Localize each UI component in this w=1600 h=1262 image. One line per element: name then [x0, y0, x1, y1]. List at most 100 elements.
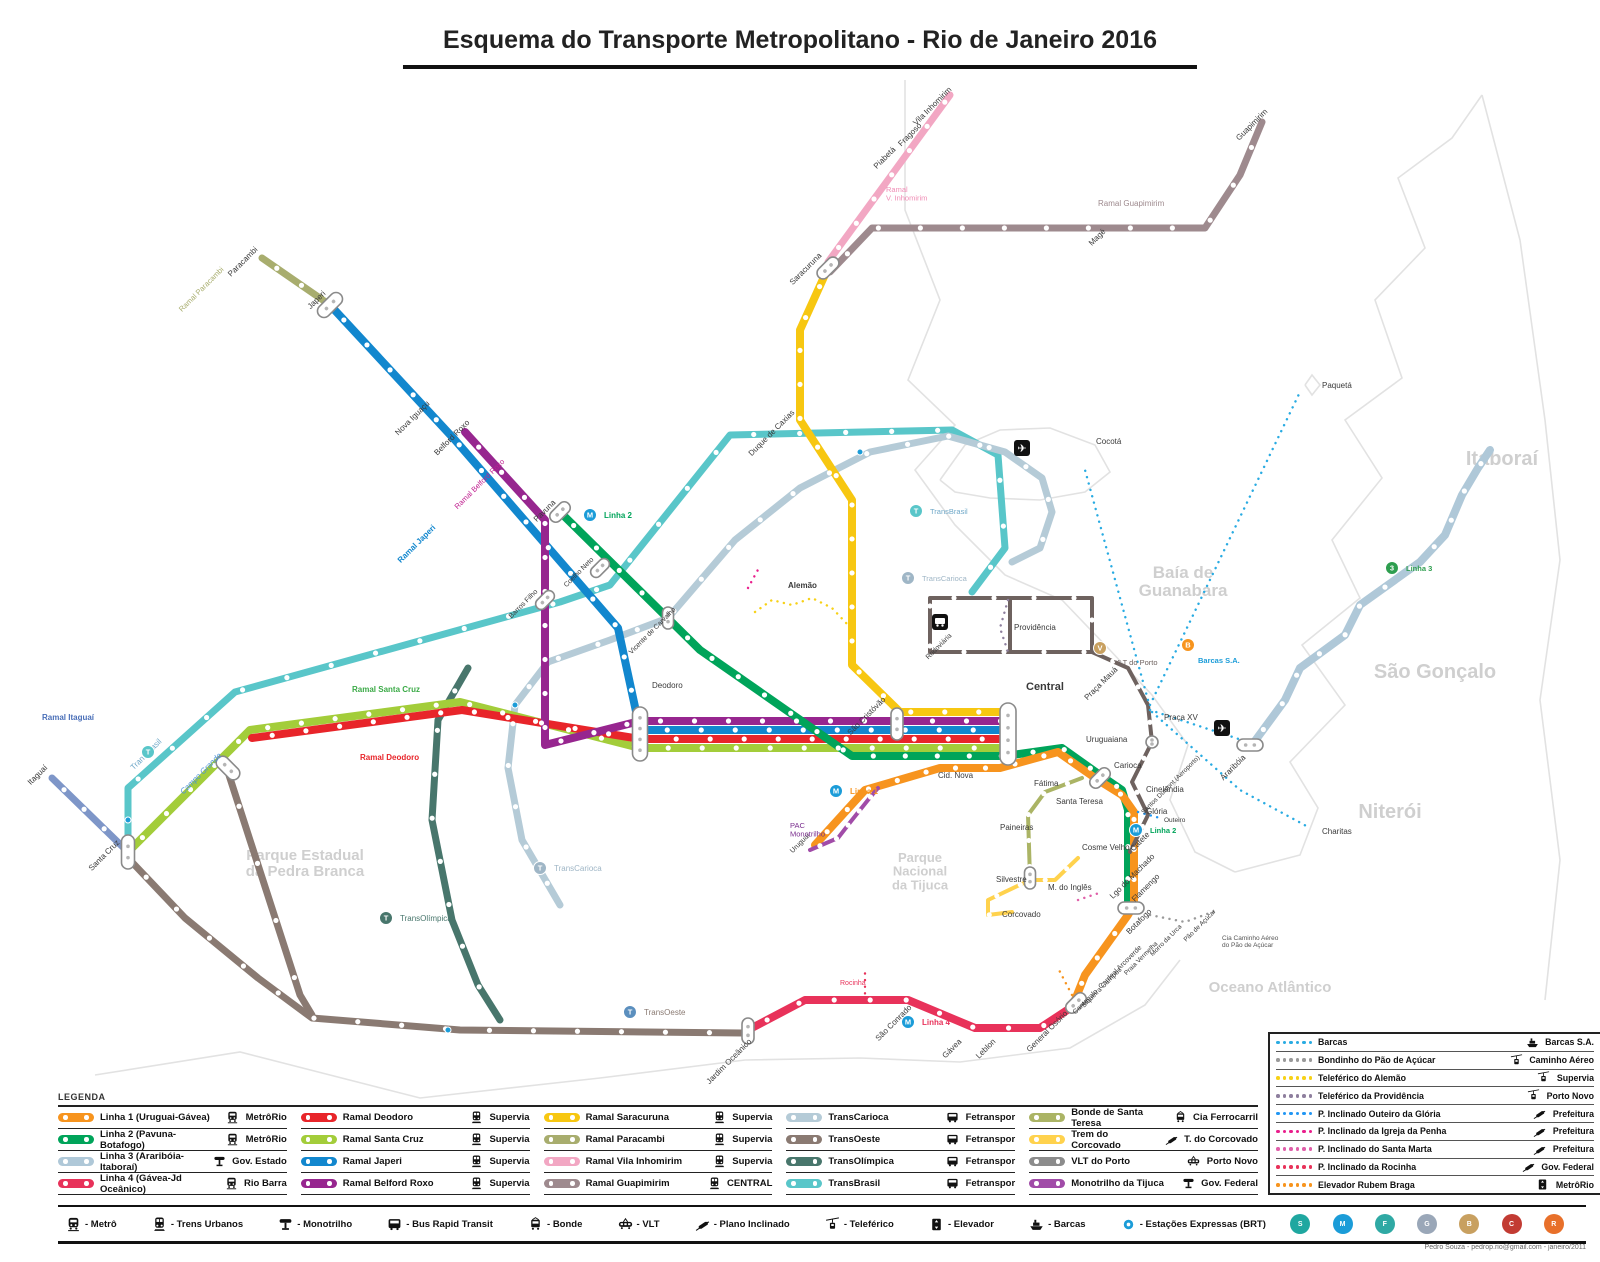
- legend-line-name: Ramal Guapimirim: [585, 1178, 670, 1189]
- interchange-hub: [589, 557, 611, 579]
- inclinado-santa-marta: [1076, 890, 1104, 902]
- legend-swatch: [1029, 1113, 1066, 1122]
- legend-swatch: [786, 1179, 823, 1188]
- icon-key-item: - Elevador: [929, 1217, 994, 1232]
- station-dot: [446, 901, 452, 908]
- legend-operator: Porto Novo: [1206, 1156, 1258, 1167]
- station-dot: [844, 251, 850, 257]
- legend-mode-icon: [1532, 1107, 1548, 1120]
- station-dot: [959, 225, 965, 231]
- legend-title: LEGENDA: [58, 1092, 106, 1102]
- legend-column: Linha 1 (Uruguai-Gávea) MetrôRio Linha 2…: [58, 1107, 287, 1195]
- station-dot: [817, 283, 823, 290]
- ferry-icon: [1526, 1038, 1538, 1048]
- barcas-charitas: [1150, 710, 1312, 830]
- transolimpica: [428, 664, 504, 1024]
- legend-row: Teleférico da Providência Porto Novo: [1276, 1087, 1594, 1106]
- legend-dot: [1302, 1076, 1306, 1080]
- station-dot: [1382, 584, 1388, 590]
- legend-operator: Supervia: [732, 1112, 773, 1123]
- station-dot: [843, 736, 849, 742]
- legend-column: Ramal Deodoro Supervia Ramal Santa Cruz …: [300, 1107, 530, 1195]
- legend-operator: MetrôRio: [1555, 1179, 1594, 1190]
- metro-icon: [68, 1217, 79, 1231]
- station-dot: [163, 810, 170, 817]
- station-label: Providência: [1014, 623, 1056, 632]
- station-dot: [662, 1029, 669, 1035]
- station-dot: [775, 736, 781, 742]
- station-dot: [1125, 812, 1131, 818]
- station-dot: [833, 836, 840, 842]
- region-label: Niterói: [1358, 801, 1421, 823]
- station-dot: [169, 745, 175, 751]
- station-dot: [908, 709, 914, 715]
- station-dot: [275, 990, 281, 996]
- legend-row: Bondinho do Pão de Açúcar Caminho Aéreo: [1276, 1052, 1594, 1070]
- legend-dot: [1276, 1058, 1280, 1062]
- station-dot: [1134, 789, 1140, 795]
- legend-dot: [1276, 1183, 1280, 1187]
- station-label: Deodoro: [652, 681, 683, 690]
- station-dot: [433, 417, 439, 423]
- incline-icon: [1534, 1146, 1546, 1155]
- legend-line-name: Barcas: [1318, 1037, 1348, 1048]
- interchange-hub: [631, 706, 649, 762]
- station-dot: [476, 984, 482, 990]
- operator-badge-letter: V: [1097, 644, 1102, 653]
- station-dot: [291, 974, 297, 981]
- station-dot: [924, 123, 930, 129]
- station-dot: [399, 1022, 405, 1028]
- legend-row: Ramal Guapimirim CENTRAL: [543, 1173, 773, 1195]
- legend: LEGENDA Linha 1 (Uruguai-Gávea) MetrôRio…: [58, 1092, 1258, 1195]
- station-dot: [849, 604, 855, 610]
- station-dot: [1316, 651, 1322, 657]
- legend-row: Elevador Rubem Braga MetrôRio: [1276, 1176, 1594, 1193]
- station-dot: [1135, 684, 1141, 690]
- station-dot: [977, 442, 983, 448]
- legend-mode-icon: [468, 1133, 484, 1146]
- station-label: Campo Grande: [178, 751, 223, 796]
- station-label: Charitas: [1322, 827, 1352, 836]
- station-dot: [976, 709, 982, 715]
- station-dot: [732, 727, 738, 733]
- interchange-hub: [999, 702, 1017, 766]
- station-dot: [903, 745, 909, 751]
- legend-line-name: Ramal Belford Roxo: [342, 1178, 434, 1189]
- station-dot: [1112, 930, 1118, 937]
- legend-mode-icon: [945, 1133, 961, 1146]
- station-label: Cinelândia: [1146, 785, 1184, 794]
- station-label: M. do Inglês: [1048, 883, 1092, 892]
- legend-mode-icon: [945, 1111, 961, 1124]
- station-dot: [691, 718, 698, 724]
- station-dot: [797, 381, 803, 387]
- station-dot: [979, 736, 985, 742]
- station-dot: [793, 718, 800, 724]
- station-dot: [523, 844, 529, 850]
- station-dot: [206, 935, 213, 941]
- station-dot: [685, 635, 691, 641]
- station-dot: [844, 806, 850, 813]
- station-dot: [505, 613, 512, 619]
- interchange-hub: [548, 500, 572, 524]
- legend-dot: [1308, 1094, 1312, 1098]
- station-dot: [849, 638, 855, 644]
- credit-text: Pedro Souza - pedrop.rio@gmail.com - jan…: [1424, 1244, 1586, 1251]
- station-dot: [664, 727, 670, 733]
- legend-operator: Gov. Federal: [1201, 1178, 1258, 1189]
- station-dot: [1031, 595, 1037, 601]
- legend-line-name: Trem do Corcovado: [1071, 1128, 1121, 1151]
- station-dot: [870, 753, 876, 759]
- operator-badge-letter: T: [628, 1008, 633, 1017]
- linha3: [1248, 446, 1494, 749]
- icon-key-item: - Teleférico: [825, 1216, 894, 1232]
- station-dot: [542, 520, 548, 527]
- station-dot: [1000, 523, 1006, 529]
- legend-operator: Fetranspor: [965, 1134, 1016, 1145]
- legend-mode-icon: [1536, 1071, 1552, 1084]
- station-dot: [986, 444, 992, 451]
- operator-badge: [623, 1005, 637, 1019]
- brt-express-station-dot: [444, 1026, 452, 1034]
- station-dot: [501, 493, 507, 499]
- station-dot: [545, 545, 551, 551]
- icon-key-label: - Metrô: [85, 1218, 117, 1230]
